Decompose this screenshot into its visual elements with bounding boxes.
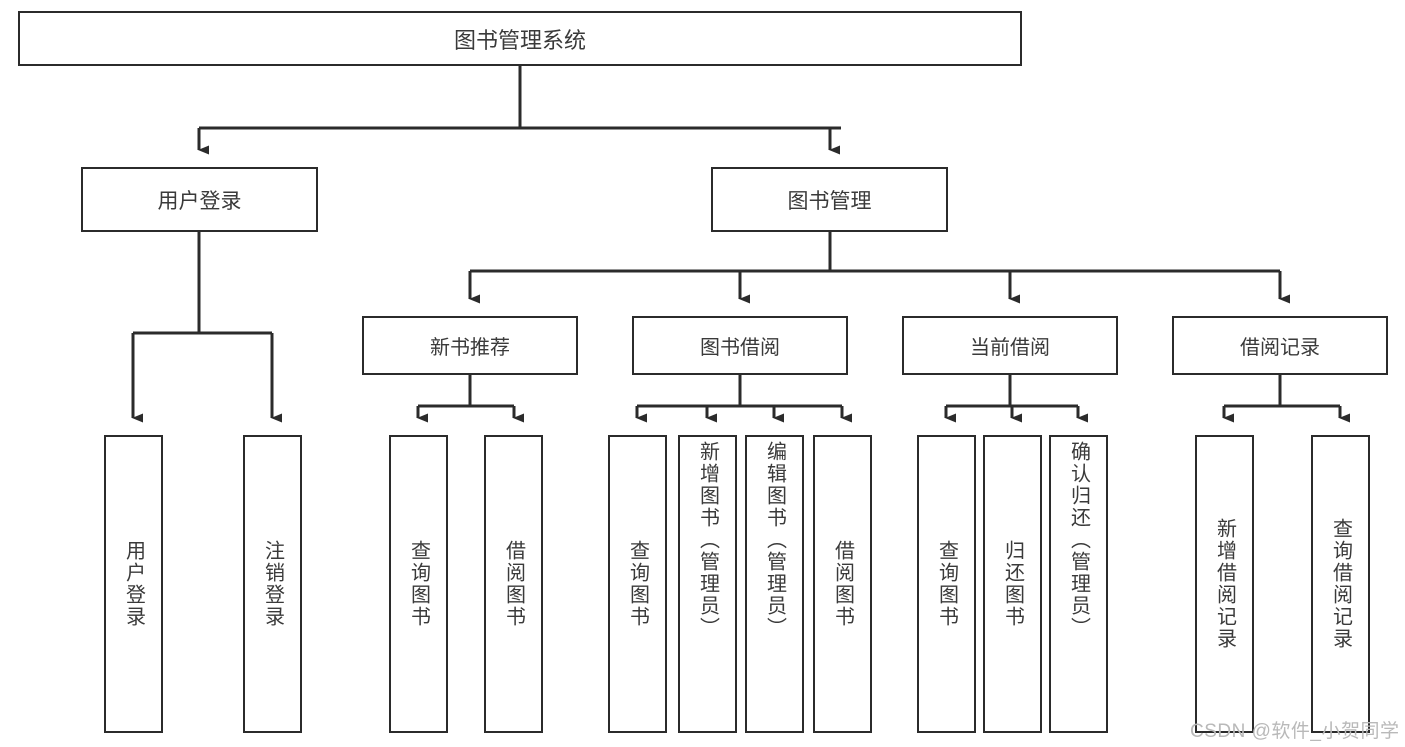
watermark-text: CSDN @软件_小贺同学 (1190, 721, 1400, 742)
link-group-new-books (416, 375, 524, 423)
node-current-borrow[interactable]: 当前借阅 (902, 316, 1118, 375)
leaf-label: 用户登录 (122, 540, 145, 628)
node-user-login[interactable]: 用户登录 (81, 167, 318, 232)
node-root[interactable]: 图书管理系统 (18, 11, 1022, 66)
node-borrow-records[interactable]: 借阅记录 (1172, 316, 1388, 375)
leaf-label: 借阅图书 (831, 540, 854, 628)
leaf-label: 查询图书 (935, 540, 958, 628)
leaf-current-return-book[interactable]: 归还图书 (983, 435, 1042, 733)
leaf-label: 编辑图书（管理员） (763, 441, 786, 639)
leaf-new-book-query[interactable]: 查询图书 (389, 435, 448, 733)
leaf-label: 查询借阅记录 (1329, 518, 1352, 650)
leaf-label: 确认归还（管理员） (1067, 441, 1090, 639)
leaf-records-add-record[interactable]: 新增借阅记录 (1195, 435, 1254, 733)
link-group-current (944, 375, 1088, 423)
leaf-borrow-edit-book-admin[interactable]: 编辑图书（管理员） (745, 435, 804, 733)
leaf-label: 归还图书 (1001, 540, 1024, 628)
node-new-book-recommend-label: 新书推荐 (430, 337, 510, 359)
link-group-user-login (131, 232, 282, 423)
node-book-borrow[interactable]: 图书借阅 (632, 316, 848, 375)
leaf-user-login-signout[interactable]: 注销登录 (243, 435, 302, 733)
node-book-management-label: 图书管理 (787, 189, 872, 213)
node-book-borrow-label: 图书借阅 (700, 337, 780, 359)
node-borrow-records-label: 借阅记录 (1240, 337, 1320, 359)
node-book-management[interactable]: 图书管理 (711, 167, 948, 232)
leaf-label: 注销登录 (261, 540, 284, 628)
leaf-label: 查询图书 (407, 540, 430, 628)
leaf-label: 查询图书 (626, 540, 649, 628)
node-root-label: 图书管理系统 (453, 27, 586, 53)
link-group-records (1222, 375, 1350, 423)
link-group-book-mgmt (468, 232, 1290, 304)
leaf-label: 新增借阅记录 (1213, 518, 1236, 650)
leaf-new-book-borrow[interactable]: 借阅图书 (484, 435, 543, 733)
leaf-label: 借阅图书 (502, 540, 525, 628)
leaf-label: 新增图书（管理员） (696, 441, 719, 639)
leaf-records-query-record[interactable]: 查询借阅记录 (1311, 435, 1370, 733)
leaf-current-confirm-return-admin[interactable]: 确认归还（管理员） (1049, 435, 1108, 733)
link-group-root (197, 66, 841, 155)
node-current-borrow-label: 当前借阅 (970, 337, 1050, 359)
leaf-borrow-add-book-admin[interactable]: 新增图书（管理员） (678, 435, 737, 733)
node-new-book-recommend[interactable]: 新书推荐 (362, 316, 578, 375)
leaf-current-query-book[interactable]: 查询图书 (917, 435, 976, 733)
node-user-login-label: 用户登录 (157, 189, 242, 213)
link-group-borrow (635, 375, 852, 423)
leaf-borrow-query-book[interactable]: 查询图书 (608, 435, 667, 733)
leaf-borrow-borrow-book[interactable]: 借阅图书 (813, 435, 872, 733)
leaf-user-login-signin[interactable]: 用户登录 (104, 435, 163, 733)
